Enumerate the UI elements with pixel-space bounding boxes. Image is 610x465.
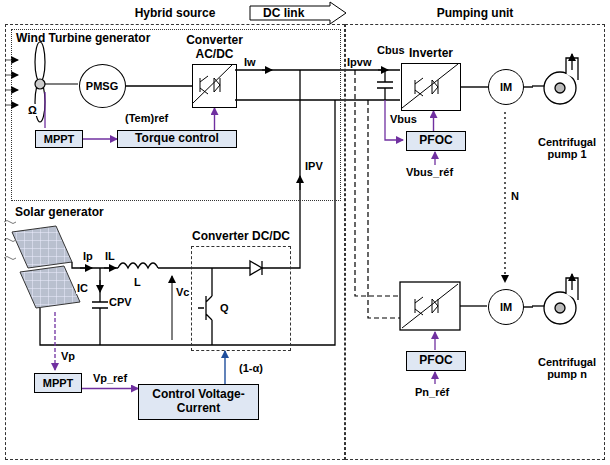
signal-label: Cbus (376, 44, 406, 56)
edge-label: Vp_ref (92, 371, 128, 383)
signal-label: Vp (60, 350, 76, 362)
node-label: Converter DC/DC (192, 230, 290, 244)
node-label: Centrifugal pump 1 (533, 136, 601, 161)
control-block: Torque control (117, 130, 237, 148)
signal-label: Pn_réf (414, 386, 450, 398)
connector (83, 138, 117, 139)
connector (524, 86, 533, 87)
connector (224, 351, 225, 384)
signal-label: Q (219, 302, 230, 314)
inverter-box: Inverter (401, 63, 461, 111)
node-label: Hybrid source (135, 7, 216, 21)
node-label: MPPT (41, 133, 78, 146)
control-block: MPPT (34, 373, 82, 393)
connector (524, 306, 533, 307)
region-box: Pumping unitInverterPFOCIMCentrifugal pu… (345, 24, 605, 460)
connector (82, 388, 138, 389)
signal-label: Ip (82, 250, 94, 262)
dc-link-label: DC link (262, 7, 305, 20)
signal-label: Vbus (389, 113, 418, 125)
signal-label: CPV (108, 296, 133, 308)
signal-label: N (510, 190, 520, 202)
node-label: Inverter (409, 47, 453, 61)
subsystem-box: Wind Turbine generatorPMSG Converter AC/D… (11, 29, 341, 201)
generator-circle: PMSG (79, 64, 126, 108)
control-block: MPPT (35, 130, 83, 148)
connector (461, 86, 488, 87)
motor-circle: IM (488, 289, 524, 325)
node-label: Pumping unit (437, 7, 514, 21)
node-label: Torque control (132, 132, 222, 146)
signal-label: Solar generator (14, 206, 105, 219)
connector (433, 111, 434, 131)
signal-label: Ipvw (346, 56, 372, 68)
region-box: Hybrid sourceWind Turbine generatorPMSGC… (5, 24, 345, 460)
motor-circle: IM (488, 69, 524, 105)
signal-label: Ω (27, 104, 38, 116)
signal-label: Vc (175, 286, 190, 298)
control-block: PFOC (406, 351, 466, 371)
converter-box: Converter AC/DC (192, 64, 237, 108)
node-label: Wind Turbine generator (16, 32, 150, 46)
node-label: PMSG (83, 80, 121, 93)
signal-label: IL (104, 250, 116, 262)
signal-label: IC (76, 282, 89, 294)
node-label: Control Voltage-Current (139, 388, 258, 416)
node-label: MPPT (40, 377, 77, 390)
signal-label: L (133, 276, 142, 288)
signal-label: Vbus_réf (405, 166, 454, 178)
connector (214, 108, 215, 130)
edge-label: (1-α) (238, 361, 264, 373)
pump-figure: Centrifugal pump 1 (533, 51, 601, 161)
connector (126, 85, 193, 86)
node-label: PFOC (416, 354, 455, 368)
node-label: IM (497, 81, 515, 94)
signal-label: IPV (304, 160, 324, 172)
node-label: Converter AC/DC (180, 34, 250, 62)
node-label: IM (497, 301, 515, 314)
pump-figure: Centrifugal pump n (533, 271, 601, 381)
control-block: Control Voltage-Current (138, 384, 259, 420)
control-block: PFOC (406, 131, 466, 151)
signal-label: (Tem)ref (124, 112, 169, 124)
converter-box: Converter DC/DC (191, 246, 291, 351)
node-label: PFOC (416, 134, 455, 148)
node-label: Centrifugal pump n (533, 356, 601, 381)
signal-label: Iw (243, 56, 257, 68)
